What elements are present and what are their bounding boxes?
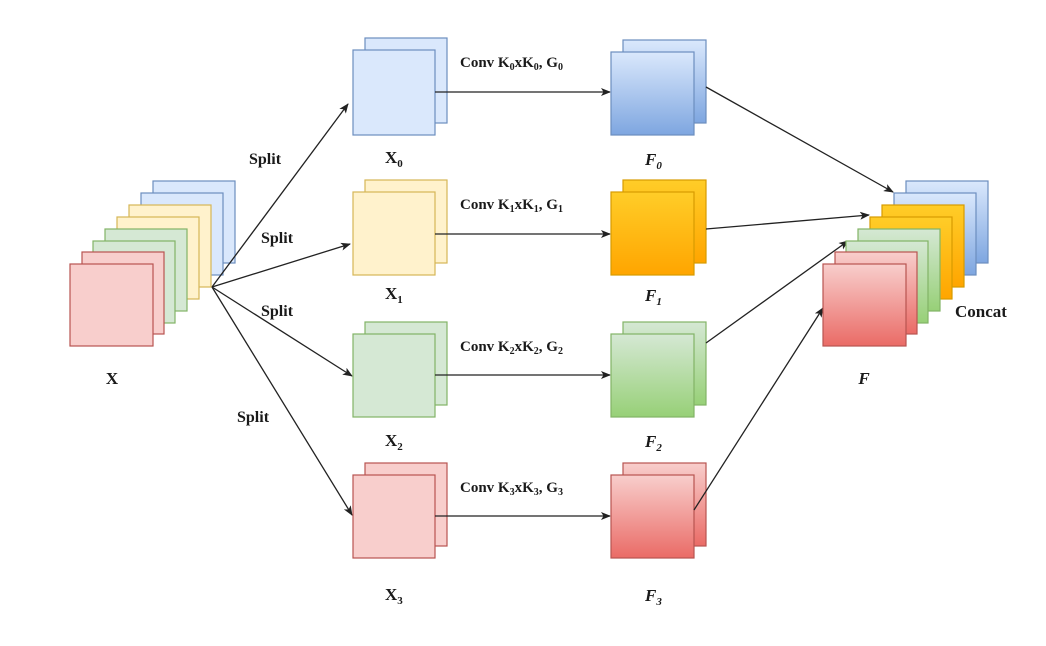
f3-label: F3 <box>644 586 662 608</box>
branch-3 <box>352 462 707 559</box>
f0-label: F0 <box>644 150 662 172</box>
conv-label-2: Conv K2xK2, G2 <box>460 339 563 357</box>
branch-0 <box>352 37 707 136</box>
f1-label: F1 <box>644 286 662 308</box>
input-layer-red-front <box>69 263 154 347</box>
branch-1 <box>352 179 707 276</box>
concat-arrow-3 <box>693 307 824 511</box>
split-arrow-3 <box>211 286 353 516</box>
x3-label: X3 <box>385 585 403 607</box>
split-arrow-0 <box>211 103 349 288</box>
conv-label-1: Conv K1xK1, G1 <box>460 197 563 215</box>
f2-label: F2 <box>644 432 662 454</box>
split-arrow-1 <box>211 242 351 288</box>
split-arrow-2 <box>211 286 353 377</box>
conv-output-labels: F0 F1 F2 F3 <box>644 150 662 608</box>
output-feature-stack <box>822 180 989 347</box>
concat-arrow-0 <box>705 86 894 193</box>
x3-layer-front <box>352 474 436 559</box>
split-label-2: Split <box>261 303 294 320</box>
x1-layer-front <box>352 191 436 276</box>
split-output-labels: X0 X1 X2 X3 <box>385 148 403 607</box>
conv-label-0: Conv K0xK0, G0 <box>460 55 563 73</box>
split-label-0: Split <box>249 151 282 168</box>
concat-arrows <box>693 86 894 511</box>
f-layer-red-front <box>822 263 907 347</box>
output-label: F <box>857 369 870 388</box>
input-feature-stack <box>69 180 236 347</box>
split-arrows <box>211 103 353 516</box>
x0-label: X0 <box>385 148 403 170</box>
conv-label-3: Conv K3xK3, G3 <box>460 480 563 498</box>
split-label-1: Split <box>261 230 294 247</box>
x2-layer-front <box>352 333 436 418</box>
split-label-3: Split <box>237 409 270 426</box>
branch-2 <box>352 321 707 418</box>
f2-layer-front <box>610 333 695 418</box>
f0-layer-front <box>610 51 695 136</box>
conv-labels: Conv K0xK0, G0 Conv K1xK1, G1 Conv K2xK2… <box>460 55 563 498</box>
input-label: X <box>106 369 119 388</box>
concat-arrow-2 <box>705 240 849 344</box>
x1-label: X1 <box>385 284 403 306</box>
concat-label: Concat <box>955 302 1007 321</box>
f3-layer-front <box>610 474 695 559</box>
f1-layer-front <box>610 191 695 276</box>
concat-arrow-1 <box>705 211 870 230</box>
x2-label: X2 <box>385 431 403 453</box>
x0-layer-front <box>352 49 436 136</box>
